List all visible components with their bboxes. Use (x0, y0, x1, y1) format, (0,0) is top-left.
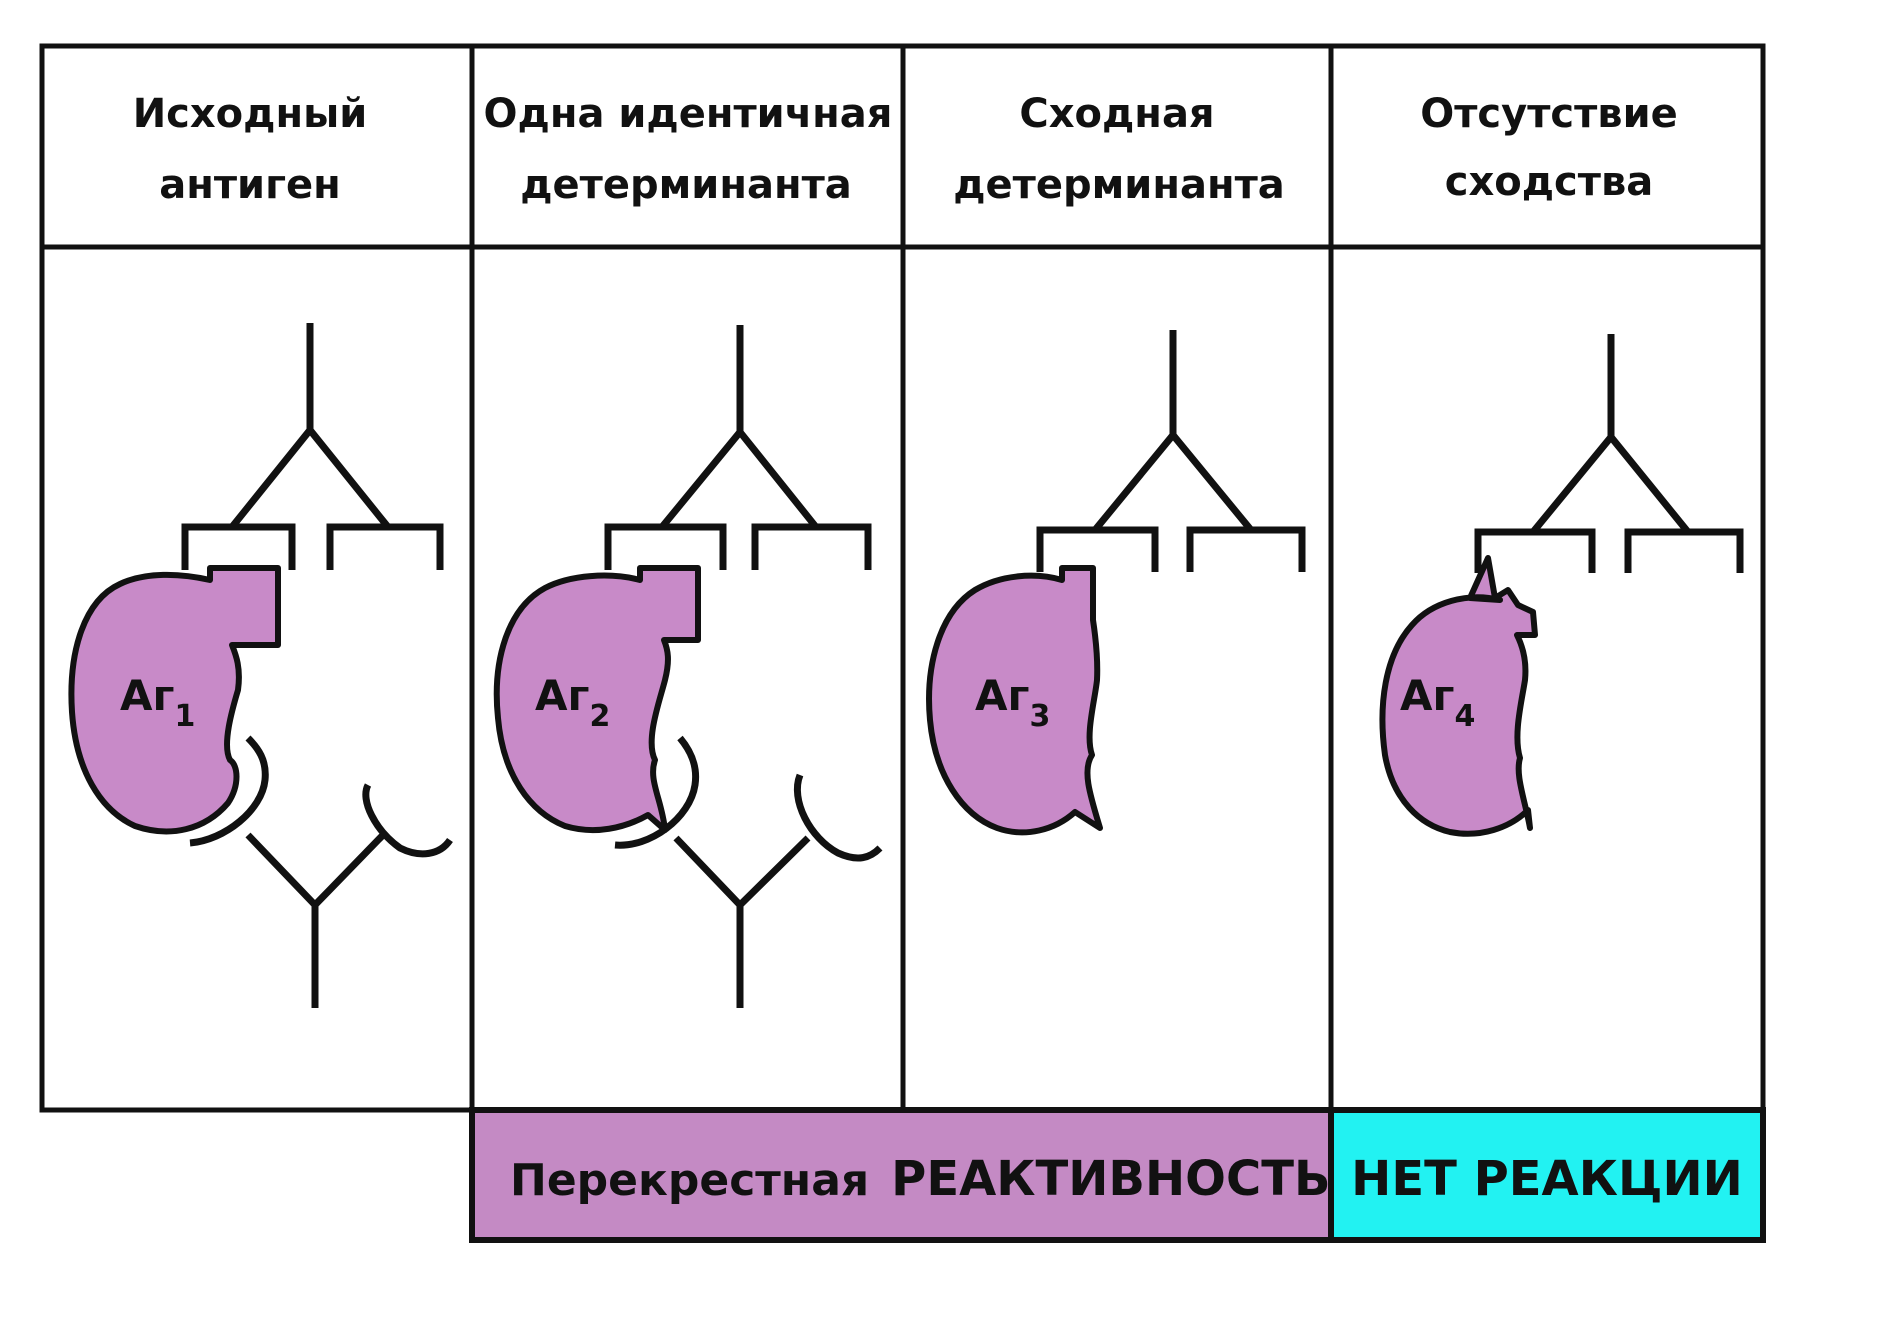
antibody-upper (1036, 330, 1306, 572)
header-col2-line2: детерминанта (520, 162, 852, 208)
antigen-body (1379, 555, 1538, 837)
antigen-3-label: Аг3 (975, 671, 1050, 734)
header-col3-line2: детерминанта (953, 162, 1285, 208)
antibody-lower (189, 735, 453, 1008)
antigen-4-label: Аг4 (1400, 671, 1475, 734)
column-4-drawing: Аг4 (1379, 334, 1744, 837)
antigen-body (926, 565, 1103, 836)
antigen-2-label: Аг2 (535, 671, 610, 734)
header-col1-line1: Исходный (133, 91, 368, 137)
no-reaction-label: НЕТ РЕАКЦИИ (1351, 1151, 1743, 1207)
antibody-upper (1474, 334, 1744, 573)
header-col4-line1: Отсутствие (1420, 91, 1678, 137)
antibody-upper (604, 325, 872, 570)
column-2-drawing: Аг2 (493, 325, 883, 1008)
antibody-upper (181, 323, 444, 570)
antigen-body (68, 565, 281, 835)
column-1-drawing: Аг1 (68, 323, 453, 1008)
antigen-body (493, 565, 701, 834)
column-3-drawing: Аг3 (926, 330, 1306, 836)
header-col1-line2: антиген (159, 162, 341, 208)
antigen-1-label: Аг1 (120, 671, 195, 734)
antibody-lower (614, 735, 883, 1008)
no-reaction-banner (1328, 1107, 1766, 1243)
column-headers: Исходный антиген Одна идентичная детерми… (133, 91, 1678, 208)
header-col3-line1: Сходная (1019, 91, 1214, 137)
header-col4-line2: сходства (1445, 159, 1654, 205)
header-col2-line1: Одна идентичная (484, 91, 893, 137)
